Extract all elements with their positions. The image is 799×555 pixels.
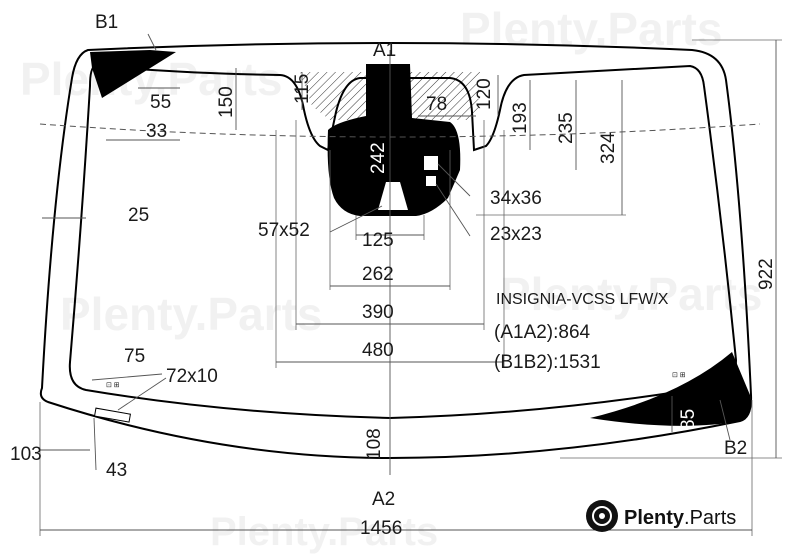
- watermark-text: Plenty.Parts: [210, 510, 438, 554]
- point-a2: A2: [372, 489, 395, 510]
- mirror-bracket-area: [300, 64, 480, 216]
- sensor-window-small: [426, 176, 436, 186]
- outer-edge: [39, 42, 753, 460]
- corner-b2-black: [590, 352, 751, 426]
- dim-922: 922: [756, 258, 777, 290]
- dimension-lines: [39, 33, 782, 536]
- dim-242: 242: [368, 142, 389, 174]
- dim-1456: 1456: [360, 518, 402, 539]
- black-corner-zones: [90, 50, 751, 426]
- dim-125: 125: [362, 230, 394, 251]
- feature-34x36: 34x36: [490, 188, 542, 209]
- glass-outline: [39, 42, 753, 460]
- point-b2: B2: [724, 438, 747, 459]
- point-a1: A1: [373, 40, 396, 61]
- dim-262: 262: [362, 264, 394, 285]
- inner-edge: [68, 64, 738, 420]
- feature-57x52: 57x52: [258, 220, 310, 241]
- brand-name-suffix: .Parts: [684, 507, 736, 529]
- diagonal-a1a2: (A1A2):864: [494, 322, 591, 343]
- camera-window: [378, 182, 408, 210]
- watermark-text: Plenty.Parts: [60, 288, 322, 340]
- glass-mark-right: ⊡ ⊞: [672, 372, 686, 379]
- brand-name: Plenty.Parts: [624, 507, 736, 529]
- model-name: INSIGNIA-VCSS LFW/X: [496, 291, 669, 308]
- corner-b1-black: [90, 50, 176, 98]
- point-b1: B1: [95, 12, 118, 33]
- watermark-layer: Plenty.Parts Plenty.Parts Plenty.Parts P…: [20, 3, 762, 554]
- brand-name-main: Plenty: [624, 507, 685, 529]
- watermark-text: Plenty.Parts: [500, 268, 762, 320]
- dim-25: 25: [128, 205, 149, 226]
- brand-disc-hub: [599, 513, 605, 519]
- dim-390: 390: [362, 302, 394, 323]
- feature-72x10: 72x10: [166, 366, 218, 387]
- dim-103: 103: [10, 444, 42, 465]
- dim-324: 324: [598, 132, 619, 164]
- diagonal-b1b2: (B1B2):1531: [494, 352, 601, 373]
- dim-75: 75: [124, 346, 145, 367]
- dim-115: 115: [292, 74, 313, 104]
- vin-window: [93, 407, 132, 423]
- dim-480: 480: [362, 340, 394, 361]
- dim-43: 43: [106, 460, 127, 481]
- glass-mark-left: ⊡ ⊞: [106, 382, 120, 389]
- dim-193: 193: [510, 102, 531, 134]
- reference-line: [39, 123, 761, 138]
- brand-logo[interactable]: Plenty.Parts: [586, 500, 736, 532]
- dim-235: 235: [556, 112, 577, 144]
- dim-78: 78: [426, 94, 447, 115]
- dim-33: 33: [146, 121, 167, 142]
- labels: B1 A1 A2 B2 55 33 25 150 115 120 78 193 …: [10, 12, 777, 539]
- sensor-window-large: [424, 156, 438, 170]
- watermark-text: Plenty.Parts: [460, 3, 722, 55]
- dim-108: 108: [364, 428, 385, 460]
- dim-85: 85: [678, 409, 699, 430]
- dim-150: 150: [216, 86, 237, 118]
- feature-23x23: 23x23: [490, 224, 542, 245]
- dim-55: 55: [150, 92, 171, 113]
- dim-120: 120: [474, 78, 495, 110]
- brand-disc-ring: [592, 506, 612, 526]
